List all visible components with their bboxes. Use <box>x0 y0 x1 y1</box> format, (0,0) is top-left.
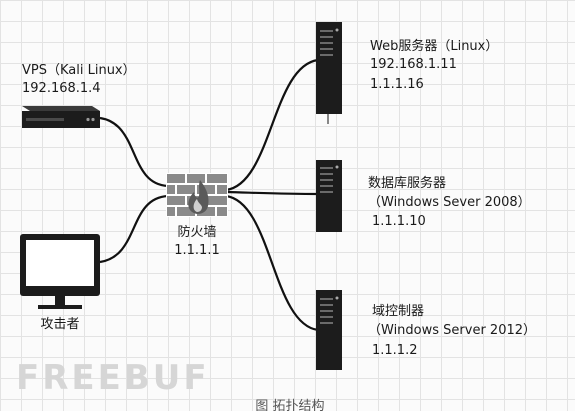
web-server-ip-2-label: 1.1.1.16 <box>370 77 424 92</box>
firewall-name-label: 防火墙 <box>177 225 217 240</box>
vps-name-label: VPS（Kali Linux） <box>22 63 136 78</box>
domain-controller-os-label: （Windows Server 2012） <box>368 323 537 338</box>
link-firewall-db-server <box>225 190 319 196</box>
freebuf-watermark: FREEBUF <box>16 358 210 398</box>
db-server-name-label: 数据库服务器 <box>368 176 447 191</box>
vps-ip-label: 192.168.1.4 <box>22 81 101 96</box>
domain-controller-ip-label: 1.1.1.2 <box>372 343 418 358</box>
domain-controller-name-label: 域控制器 <box>372 304 425 319</box>
web-server-ip-1-label: 192.168.1.11 <box>370 57 457 72</box>
domain-controller-icon <box>316 290 342 370</box>
vps-device-icon <box>22 106 100 128</box>
flame-icon <box>188 180 209 214</box>
db-server-os-label: （Windows Sever 2008） <box>368 195 531 210</box>
link-firewall-web-server <box>225 58 319 192</box>
firewall-ip-label: 1.1.1.1 <box>174 243 220 258</box>
web-server-icon <box>316 22 342 124</box>
firewall-icon <box>166 173 228 217</box>
figure-caption: 图 拓扑结构 <box>255 399 325 411</box>
attacker-label: 攻击者 <box>40 317 80 332</box>
link-vps-firewall <box>99 116 169 188</box>
link-firewall-domain-controller <box>225 194 319 332</box>
web-server-name-label: Web服务器（Linux） <box>370 39 499 54</box>
db-server-icon <box>316 160 342 232</box>
link-attacker-firewall <box>99 194 169 264</box>
db-server-ip-label: 1.1.1.10 <box>372 214 426 229</box>
monitor-icon <box>20 234 100 309</box>
